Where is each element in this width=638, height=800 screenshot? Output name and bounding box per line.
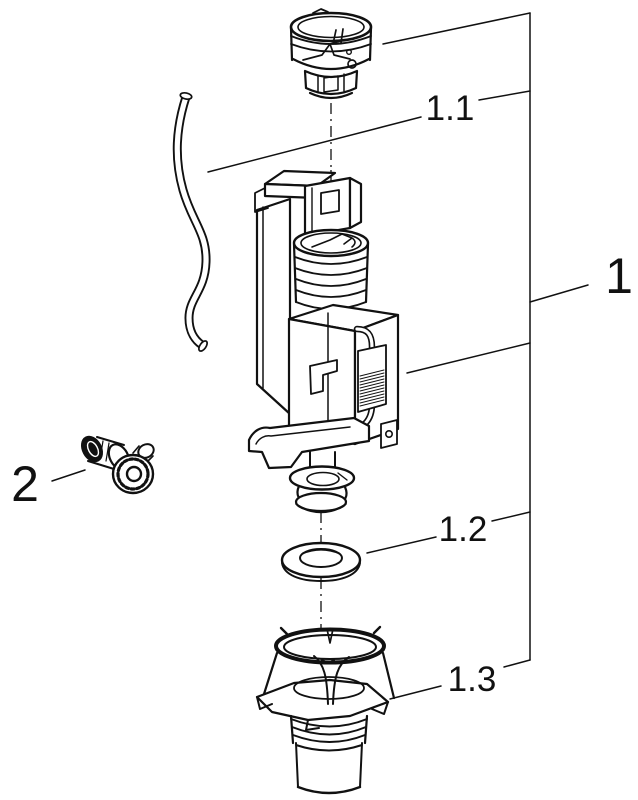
body-cup-rim-inner (300, 232, 362, 254)
part-label-1: 1 (605, 248, 633, 304)
basket-collar-rings (290, 718, 368, 743)
tick-1-3 (503, 659, 531, 668)
cap-shoulder (291, 57, 371, 71)
basket-collar-sides (289, 714, 369, 745)
valve-knurling (116, 457, 150, 491)
part-label-1-3: 1.3 (448, 660, 497, 699)
leader-line-1-1-to-hose (207, 116, 422, 173)
tick-1-1 (478, 90, 531, 101)
washer-thickness (281, 562, 361, 583)
valve-body-part (247, 169, 400, 514)
cap-collar-lugs (317, 73, 345, 93)
body-tab-hole (384, 429, 393, 438)
basket-seat (293, 676, 365, 700)
basket-funnel (313, 655, 350, 705)
seal-washer-part (280, 541, 362, 583)
washer-inner (299, 548, 343, 568)
part-labels: 1.1 1 1.2 1.3 2 (11, 89, 633, 699)
body-hook-wing (254, 187, 269, 213)
body-side-clip (309, 359, 338, 395)
body-bell-ring (294, 491, 348, 513)
basket-rim-inner (283, 634, 377, 660)
outlet-basket-part (255, 625, 396, 795)
body-tower-hole (320, 189, 340, 215)
body-rack-hatch (359, 369, 385, 407)
basket-flange (255, 678, 390, 722)
callout-lines (51, 12, 589, 700)
leader-line-1-3-to-basket (389, 685, 442, 700)
body-foot (247, 416, 371, 470)
part-label-1-1: 1.1 (426, 89, 475, 128)
tick-1 (529, 284, 589, 303)
leader-line-body-to-bracket (406, 342, 531, 374)
body-foot-inner (255, 426, 351, 445)
hose-part (172, 91, 211, 352)
hose-core (174, 94, 209, 348)
body-cup-rim-outer (292, 228, 370, 258)
body-tower-side (348, 176, 363, 230)
body-flange-notch (337, 472, 348, 481)
basket-cylinder (295, 742, 363, 788)
part-label-1-2: 1.2 (439, 510, 488, 549)
basket-rim-slit (326, 628, 334, 644)
valve-barrel (87, 436, 125, 470)
valve-back-cap-highlight (86, 440, 100, 458)
part-label-2: 2 (11, 456, 39, 512)
body-cup-siphon (311, 233, 356, 248)
cap-part (289, 8, 373, 100)
body-flange-inner (306, 471, 340, 487)
service-valve-part (80, 435, 155, 495)
washer-inner-edge (301, 549, 341, 555)
cap-rim-inner (297, 15, 365, 39)
leader-line-2-to-valve (51, 469, 86, 482)
body-right-tab (380, 419, 398, 449)
valve-hub-hole (125, 465, 143, 483)
body-cup-ribs (294, 256, 368, 310)
basket-cylinder-bottom (296, 785, 362, 795)
body-bell-bottom (295, 503, 347, 514)
body-back-panel (255, 197, 292, 416)
leader-line-cap-to-bracket (382, 12, 531, 45)
cap-dot (346, 49, 353, 56)
body-flange (288, 465, 356, 491)
leader-line-1-2-to-washer (366, 536, 437, 554)
cap-collar (303, 69, 359, 100)
cap-lever-detail (302, 28, 351, 61)
basket-rim-lugs (279, 625, 382, 636)
washer-outer (280, 541, 362, 579)
cap-top-tab (312, 8, 329, 14)
hose-end-top (179, 91, 193, 101)
hose-end-bottom (198, 340, 208, 352)
body-cup-walls (292, 242, 370, 304)
basket-cage-walls (262, 651, 396, 700)
tick-1-2 (491, 511, 531, 522)
